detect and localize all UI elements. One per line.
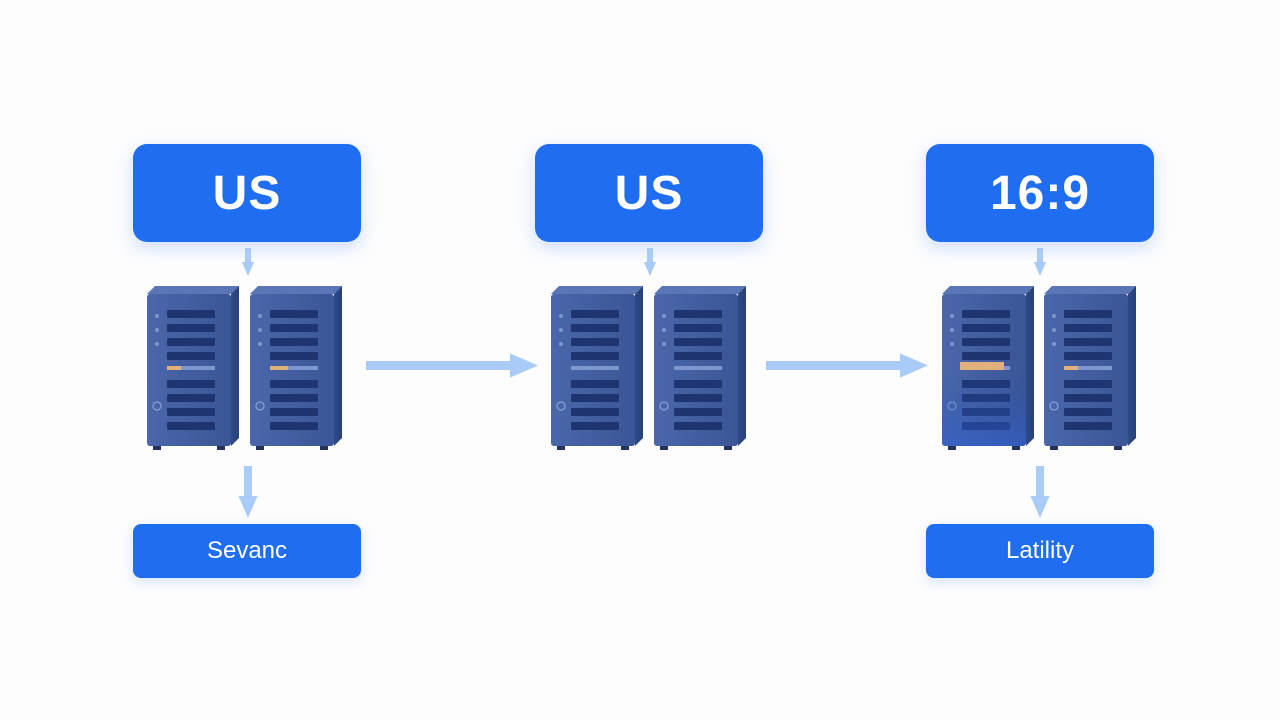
server-rack-icon	[941, 285, 1035, 451]
node-3-header-label: 16:9	[989, 166, 1091, 220]
arrow-right-icon	[366, 353, 538, 378]
arrow-down-icon	[238, 466, 258, 518]
node-2-header-label: US	[614, 166, 684, 220]
node-1-header-label: US	[212, 166, 282, 220]
node-3-header: 16:9	[926, 144, 1154, 242]
node-1-footer: Sevanc	[133, 524, 361, 578]
node-3-footer: Latility	[926, 524, 1154, 578]
server-rack-icon	[1043, 285, 1137, 451]
server-rack-icon	[146, 285, 240, 451]
node-2-header: US	[535, 144, 763, 242]
arrow-down-icon	[643, 248, 657, 276]
server-rack-icon	[550, 285, 644, 451]
node-1-footer-label: Sevanc	[206, 537, 288, 564]
arrow-down-icon	[1033, 248, 1047, 276]
server-rack-icon	[653, 285, 747, 451]
node-1-header: US	[133, 144, 361, 242]
arrow-down-icon	[241, 248, 255, 276]
server-rack-icon	[249, 285, 343, 451]
arrow-down-icon	[1030, 466, 1050, 518]
arrow-right-icon	[766, 353, 928, 378]
node-3-footer-label: Latility	[1005, 537, 1075, 564]
